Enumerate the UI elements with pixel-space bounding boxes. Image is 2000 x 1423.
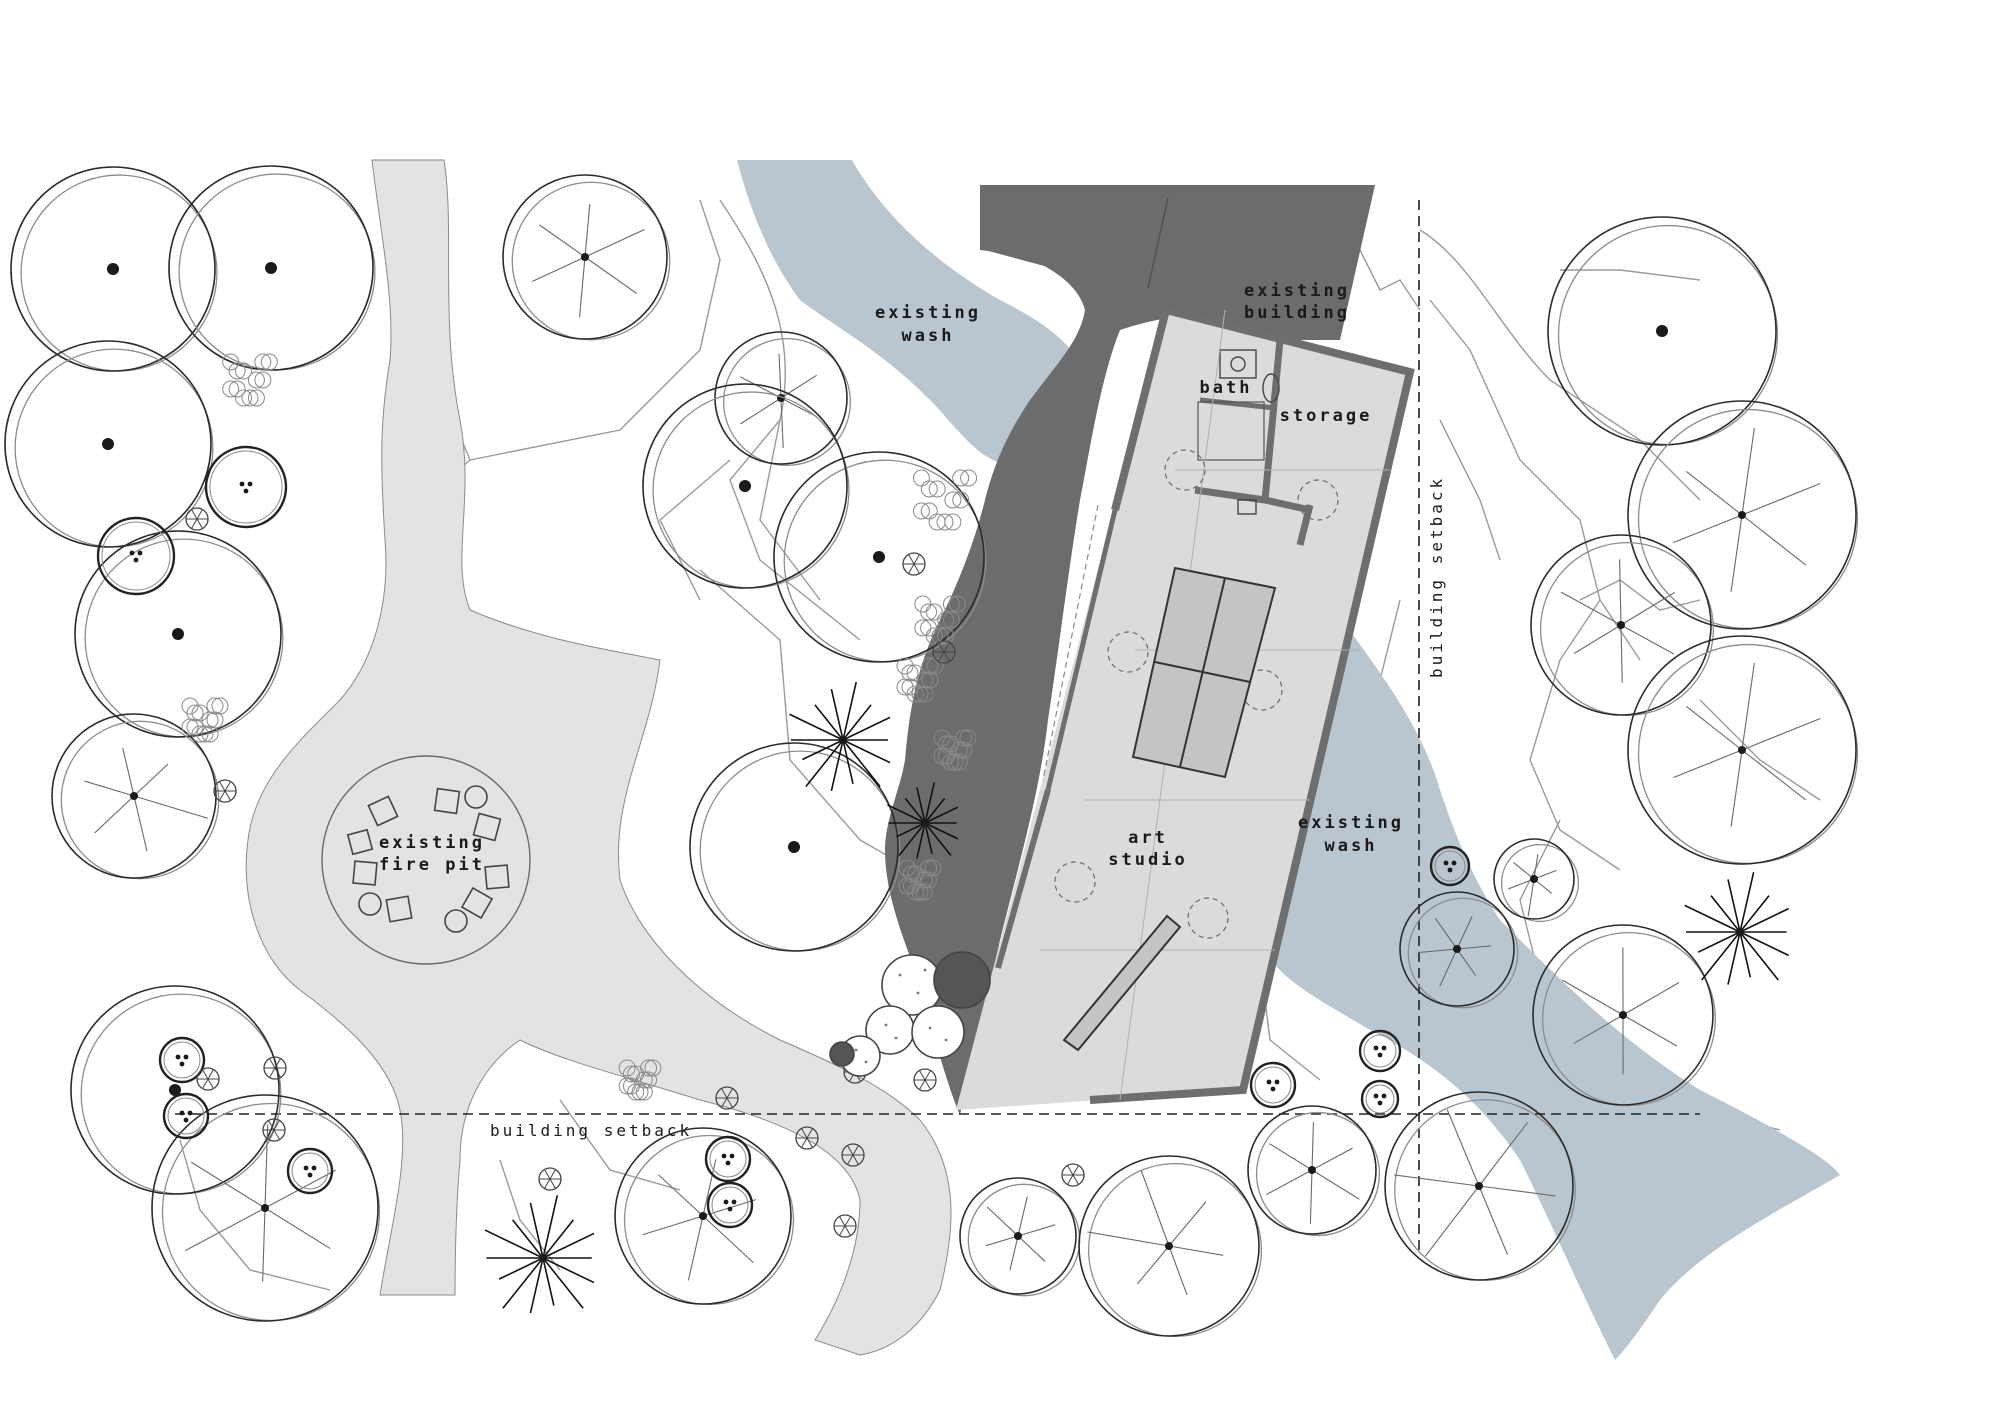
art-studio-label-line1: art bbox=[1128, 828, 1168, 848]
shrub-icon bbox=[262, 1118, 286, 1142]
shrub-cluster-icon bbox=[912, 469, 978, 531]
tree-canopy-icon bbox=[4, 340, 214, 548]
existing-wash-top-label-line2: wash bbox=[902, 326, 955, 346]
shrub-icon bbox=[932, 640, 956, 664]
existing-wash-areas bbox=[737, 160, 1840, 1360]
tree-canopy-icon bbox=[502, 174, 671, 341]
tree-canopy-icon bbox=[706, 1181, 754, 1229]
shrub-cluster-icon bbox=[914, 595, 966, 645]
tree-canopy-icon bbox=[162, 1092, 210, 1140]
tree-canopy-icon bbox=[96, 516, 176, 596]
tree-canopy-icon bbox=[959, 1177, 1081, 1297]
palm-tree-icon bbox=[484, 1195, 595, 1314]
shrub-icon bbox=[196, 1067, 220, 1091]
tree-canopy-icon bbox=[1429, 845, 1471, 887]
shrub-cluster-icon bbox=[618, 1059, 662, 1101]
tree-canopy-icon bbox=[1493, 838, 1580, 923]
shrub-icon bbox=[795, 1126, 819, 1150]
tree-canopy-icon bbox=[158, 1036, 206, 1084]
shrub-icon bbox=[213, 779, 237, 803]
chair-icon bbox=[346, 785, 510, 933]
tree-canopy-icon bbox=[689, 742, 901, 952]
tree-canopy-icon bbox=[204, 445, 288, 529]
tree-canopy-icon bbox=[1247, 1105, 1381, 1237]
shrub-cluster-icon bbox=[898, 859, 942, 901]
tree-canopy-icon bbox=[1532, 924, 1717, 1107]
tree-canopy-icon bbox=[714, 331, 852, 467]
tree-canopy-icon bbox=[1627, 400, 1859, 630]
tree-canopy-icon bbox=[1358, 1029, 1402, 1073]
art-studio-building: bath storage art studio bbox=[956, 306, 1415, 1110]
tree-canopy-icon bbox=[168, 165, 376, 371]
trees bbox=[4, 165, 1859, 1338]
art-studio-label-line2: studio bbox=[1108, 850, 1187, 870]
existing-building-label-line1: existing bbox=[1244, 281, 1350, 301]
palm-trees bbox=[484, 681, 1789, 1314]
existing-wash-top-label-line1: existing bbox=[875, 303, 981, 323]
tree-canopy-icon bbox=[151, 1094, 381, 1322]
slope-mass bbox=[885, 185, 1375, 1115]
tree-canopy-icon bbox=[1249, 1061, 1297, 1109]
palm-tree-icon bbox=[887, 782, 959, 859]
existing-fire-pit: existing fire pit bbox=[321, 755, 531, 965]
shrub-icon bbox=[185, 507, 209, 531]
tree-canopy-icon bbox=[773, 451, 987, 663]
bath-label: bath bbox=[1200, 378, 1253, 398]
worktables bbox=[1131, 566, 1277, 779]
tree-canopy-icon bbox=[74, 530, 284, 738]
shrub-icon bbox=[833, 1214, 857, 1238]
shrub-cluster-icon bbox=[933, 729, 977, 771]
tree-canopy-icon bbox=[1078, 1155, 1263, 1338]
tree-canopy-icon bbox=[1360, 1079, 1400, 1119]
building-setback-horizontal-label: building setback bbox=[490, 1121, 692, 1140]
tree-canopy-icon bbox=[1399, 891, 1519, 1009]
palm-tree-icon bbox=[1684, 871, 1789, 985]
shrub-cluster-icon bbox=[896, 657, 944, 703]
palm-tree-icon bbox=[789, 681, 891, 792]
shrub-cluster-icon bbox=[222, 353, 278, 407]
tree-canopy-icon bbox=[642, 383, 850, 589]
shrub-cluster-icon bbox=[181, 697, 229, 743]
boulders bbox=[829, 951, 991, 1077]
fire-pit-label-line1: existing bbox=[379, 833, 485, 853]
existing-wash-right-label-line1: existing bbox=[1298, 813, 1404, 833]
sink-icon bbox=[1237, 373, 1280, 515]
toilet-icon bbox=[1219, 349, 1257, 379]
existing-building-label-line2: building bbox=[1244, 303, 1350, 323]
existing-wash-right-label-line2: wash bbox=[1325, 836, 1378, 856]
shrub-icon bbox=[902, 552, 926, 576]
tree-canopy-icon bbox=[70, 985, 282, 1195]
shrub-icon bbox=[841, 1143, 865, 1167]
tree-canopy-icon bbox=[286, 1147, 334, 1195]
fire-pit-label-line2: fire pit bbox=[379, 855, 485, 875]
existing-wash-right bbox=[1265, 610, 1840, 1360]
existing-wash-top bbox=[737, 160, 1087, 465]
building-setback-vertical-label: building setback bbox=[1427, 476, 1446, 678]
shrub-clusters bbox=[181, 353, 1085, 1238]
shrub-icon bbox=[538, 1167, 562, 1191]
building-setback: building setback building setback bbox=[175, 200, 1700, 1250]
walking-path bbox=[245, 159, 952, 1356]
tree-canopy-icon bbox=[1627, 635, 1859, 865]
tree-canopy-icon bbox=[704, 1135, 752, 1183]
tree-canopy-icon bbox=[614, 1127, 795, 1306]
tree-canopy-icon bbox=[1384, 1091, 1576, 1281]
existing-building: existing building bbox=[980, 185, 1375, 340]
tree-canopy-icon bbox=[1530, 534, 1715, 717]
storage-label: storage bbox=[1280, 406, 1373, 426]
tree-canopy-icon bbox=[10, 166, 218, 372]
shrub-icon bbox=[263, 1056, 287, 1080]
shrub-icon bbox=[913, 1068, 937, 1092]
shrub-icon bbox=[1061, 1163, 1085, 1187]
bench bbox=[1062, 914, 1182, 1052]
tree-canopy-icon bbox=[1547, 216, 1779, 446]
shrub-icon bbox=[715, 1086, 739, 1110]
